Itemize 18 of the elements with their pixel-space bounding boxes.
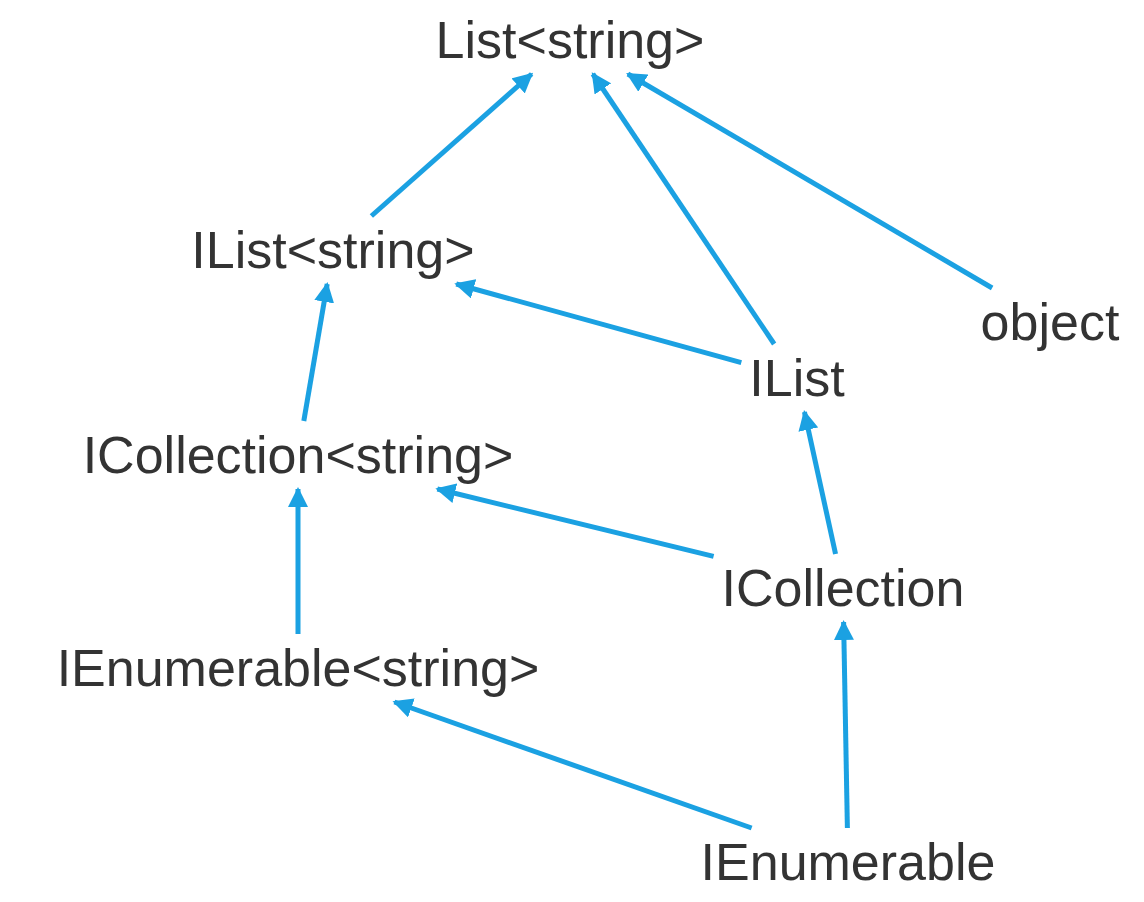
arrow	[369, 72, 534, 218]
type-name: IEnumerable	[700, 832, 996, 892]
arrow	[833, 620, 854, 829]
type-name: object	[980, 292, 1120, 352]
arrow	[590, 72, 777, 346]
arrow	[798, 410, 838, 555]
arrow	[454, 279, 742, 366]
type-name: IList	[749, 348, 845, 408]
type-name: IList<string>	[191, 220, 475, 280]
arrow	[301, 282, 334, 422]
arrow	[288, 487, 308, 634]
arrow	[435, 483, 715, 559]
type-name: ICollection	[721, 558, 965, 618]
arrow	[392, 698, 753, 831]
type-name: List<string>	[435, 10, 705, 70]
arrow	[626, 71, 994, 291]
type-name: ICollection<string>	[82, 425, 514, 485]
type-name: IEnumerable<string>	[56, 638, 540, 698]
